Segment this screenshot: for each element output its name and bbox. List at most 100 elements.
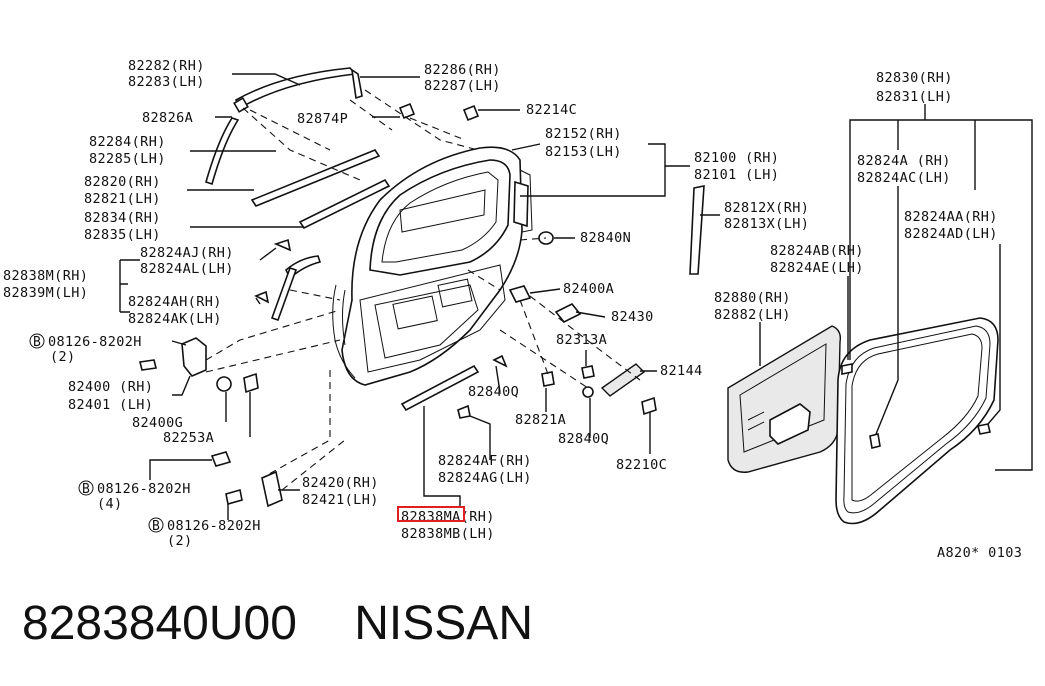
- upper-hinge: [139, 337, 207, 377]
- label-82285: 82285(LH): [89, 151, 166, 167]
- label-82282: 82282(RH): [128, 58, 205, 74]
- bolt-symbol-letter: B: [33, 335, 41, 350]
- label-82430: 82430: [611, 309, 654, 325]
- label-82287: 82287(LH): [424, 78, 501, 94]
- grommet-82840Q-b: [492, 354, 508, 368]
- belt-strip: [298, 178, 391, 230]
- rear-door-shell: [332, 146, 533, 386]
- label-82820: 82820(RH): [84, 174, 161, 190]
- label-82421: 82421(LH): [302, 492, 379, 508]
- label-08126-c: 08126-8202H: [167, 518, 261, 534]
- label-82882: 82882(LH): [714, 307, 791, 323]
- label-82824AE: 82824AE(LH): [770, 260, 864, 276]
- label-82824AD: 82824AD(LH): [904, 226, 998, 242]
- bolt-82214C: [462, 104, 480, 122]
- label-82826A: 82826A: [142, 110, 193, 126]
- grommet-82840Q-a: [582, 386, 594, 398]
- label-82840Q-2: 82840Q: [558, 431, 609, 447]
- label-82824AL: 82824AL(LH): [140, 261, 234, 277]
- bolt-82210C: [641, 396, 657, 416]
- label-82400G: 82400G: [132, 415, 183, 431]
- label-08126-a: 08126-8202H: [48, 334, 142, 350]
- clip-82824AH: [254, 290, 270, 304]
- clip-82824AF: [457, 404, 471, 419]
- label-82153: 82153(LH): [545, 144, 622, 160]
- label-82821: 82821(LH): [84, 191, 161, 207]
- weatherstrip-82838MA: [400, 364, 480, 412]
- part-labels: 82282(RH) 82283(LH) 82286(RH) 82287(LH) …: [3, 58, 1022, 561]
- bolt-symbol-icon: [148, 517, 164, 533]
- label-82880: 82880(RH): [714, 290, 791, 306]
- label-82284: 82284(RH): [89, 134, 166, 150]
- label-qty-4: (4): [97, 496, 123, 512]
- plate-82144: [600, 363, 646, 397]
- label-82838MA: 82838MA(RH): [401, 509, 495, 525]
- side-moulding: [270, 266, 298, 322]
- part-82430: [554, 302, 582, 324]
- label-82824AB: 82824AB(RH): [770, 243, 864, 259]
- label-82283: 82283(LH): [128, 74, 205, 90]
- label-82813X: 82813X(LH): [724, 216, 809, 232]
- label-82100: 82100 (RH): [694, 150, 779, 166]
- label-82400A: 82400A: [563, 281, 614, 297]
- bolt-symbol-icon: [29, 333, 45, 349]
- sash-strip: [250, 149, 381, 207]
- label-82286: 82286(RH): [424, 62, 501, 78]
- label-82821A: 82821A: [515, 412, 566, 428]
- label-82824AJ: 82824AJ(RH): [140, 245, 234, 261]
- label-82840N: 82840N: [580, 230, 631, 246]
- label-82401: 82401 (LH): [68, 397, 153, 413]
- assembly-dash-lines: [205, 89, 641, 491]
- label-82830: 82830(RH): [876, 70, 953, 86]
- door-weatherstrip: [689, 185, 999, 525]
- clip-82874P: [398, 102, 416, 120]
- clip-82824AJ: [273, 238, 292, 252]
- label-qty-2a: (2): [50, 349, 76, 365]
- upper-moulding: [233, 67, 363, 113]
- label-82835: 82835(LH): [84, 227, 161, 243]
- bolt-symbol-letter: B: [152, 519, 160, 534]
- label-qty-2c: (2): [167, 533, 193, 549]
- label-82210C: 82210C: [616, 457, 667, 473]
- label-82838MB: 82838MB(LH): [401, 526, 495, 542]
- label-08126-b: 08126-8202H: [97, 481, 191, 497]
- label-82824AA: 82824AA(RH): [904, 209, 998, 225]
- label-82824AC: 82824AC(LH): [857, 170, 951, 186]
- label-82824AH: 82824AH(RH): [128, 294, 222, 310]
- label-82840Q-1: 82840Q: [468, 384, 519, 400]
- label-82824AK: 82824AK(LH): [128, 311, 222, 327]
- door-trim-panel: [727, 325, 842, 473]
- leader-lines: [119, 73, 1033, 520]
- figure-reference: A820* 0103: [937, 545, 1022, 561]
- bolt-symbol-letter: B: [82, 482, 90, 497]
- label-82874P: 82874P: [297, 111, 348, 127]
- label-82101: 82101 (LH): [694, 167, 779, 183]
- clip-82400A: [508, 285, 532, 303]
- part-number: 8283840U00: [22, 597, 297, 650]
- label-82420: 82420(RH): [302, 475, 379, 491]
- lower-hinge: [210, 451, 283, 508]
- label-82831: 82831(LH): [876, 89, 953, 105]
- part-82821A: [541, 371, 555, 387]
- label-82838M: 82838M(RH): [3, 268, 88, 284]
- label-82214C: 82214C: [526, 102, 577, 118]
- label-82839M: 82839M(LH): [3, 285, 88, 301]
- label-82144: 82144: [660, 363, 703, 379]
- label-82812X: 82812X(RH): [724, 200, 809, 216]
- highlighted-part-box: [397, 506, 465, 522]
- label-82824A: 82824A (RH): [857, 153, 951, 169]
- label-82824AF: 82824AF(RH): [438, 453, 532, 469]
- label-82824AG: 82824AG(LH): [438, 470, 532, 486]
- brand-name: NISSAN: [354, 597, 533, 650]
- label-82152: 82152(RH): [545, 126, 622, 142]
- label-82400: 82400 (RH): [68, 379, 153, 395]
- part-82313A: [581, 365, 595, 379]
- bolt-82253A: [243, 372, 259, 394]
- nut-82400G: [216, 376, 232, 392]
- label-82313A: 82313A: [556, 332, 607, 348]
- bolt-symbol-icon: [78, 480, 94, 496]
- label-82834: 82834(RH): [84, 210, 161, 226]
- footer-title: 8283840U00 NISSAN: [22, 596, 533, 651]
- label-82253A: 82253A: [163, 430, 214, 446]
